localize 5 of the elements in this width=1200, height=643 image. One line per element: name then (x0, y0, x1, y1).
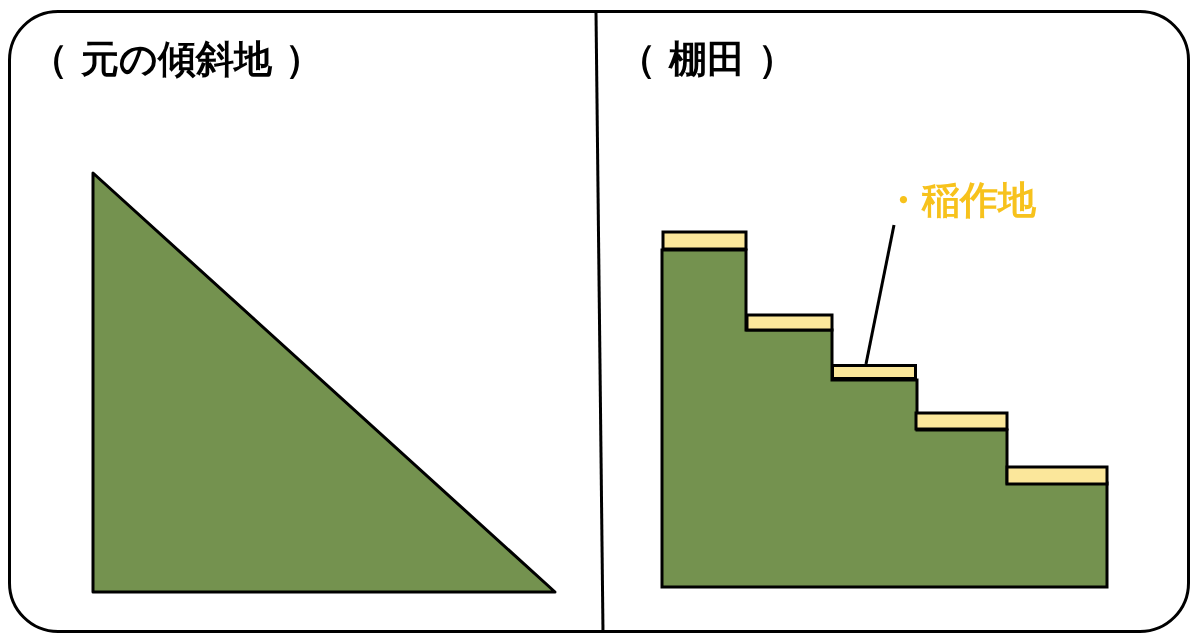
leader-line (864, 224, 896, 365)
section-title: （ 棚田 ） (618, 40, 797, 78)
callout-label: ・稲作地 (884, 181, 1036, 219)
rice-paddy-strip (831, 364, 917, 380)
section-title: （ 元の傾斜地 ） (30, 40, 324, 78)
